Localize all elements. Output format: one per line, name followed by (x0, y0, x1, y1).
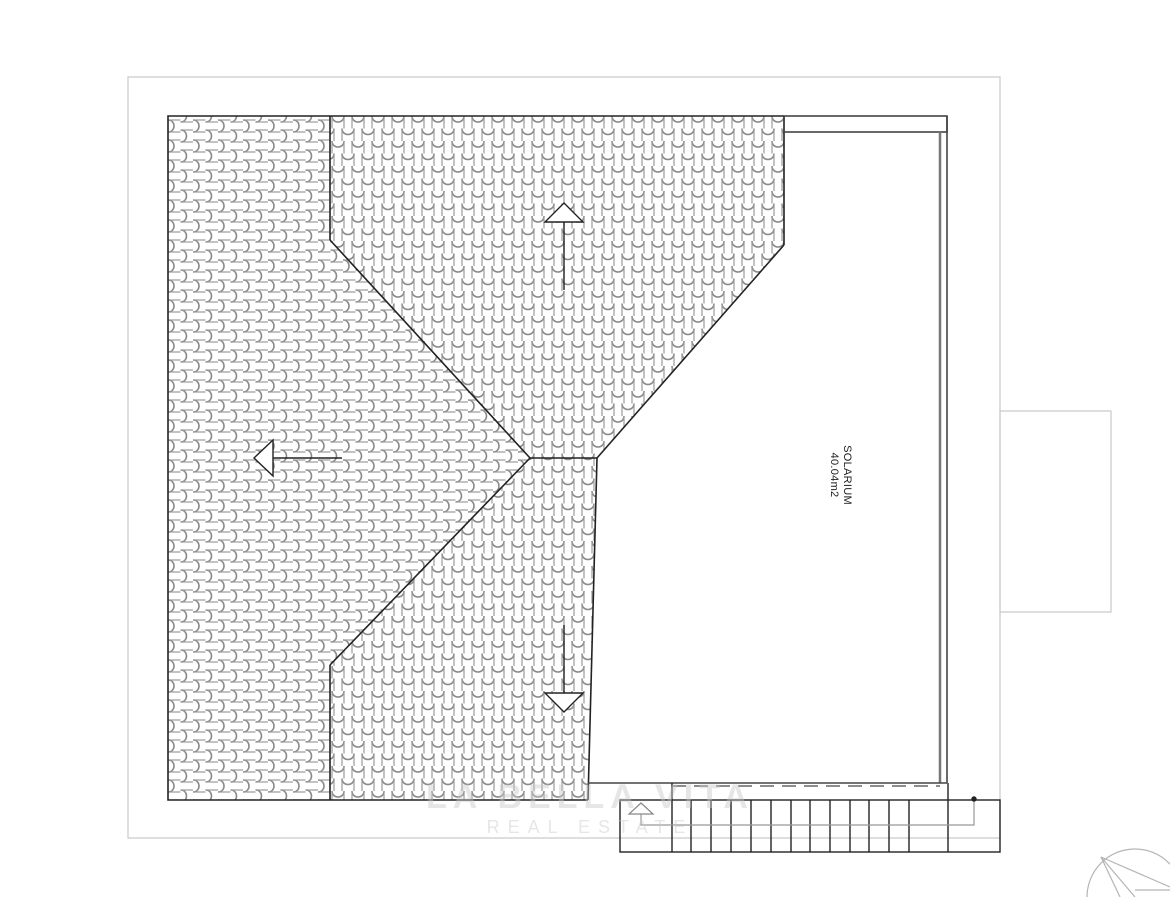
annex-outline (999, 410, 1112, 613)
roof-outline (167, 115, 785, 801)
room-label-solarium: SOLARIUM 40.04m2 (790, 430, 890, 520)
north-arrow-icon (1086, 848, 1170, 897)
room-name: SOLARIUM (841, 445, 853, 505)
roof-slope-north (330, 116, 784, 458)
slope-arrow-west (252, 438, 342, 478)
room-area: 40.04m2 (828, 452, 840, 498)
slope-arrow-south (543, 625, 585, 713)
solarium-walls (588, 115, 948, 784)
staircase (619, 783, 1001, 853)
roof-slope-west (168, 116, 530, 800)
roof-slope-south (330, 458, 597, 800)
slope-arrow-north (543, 202, 585, 290)
